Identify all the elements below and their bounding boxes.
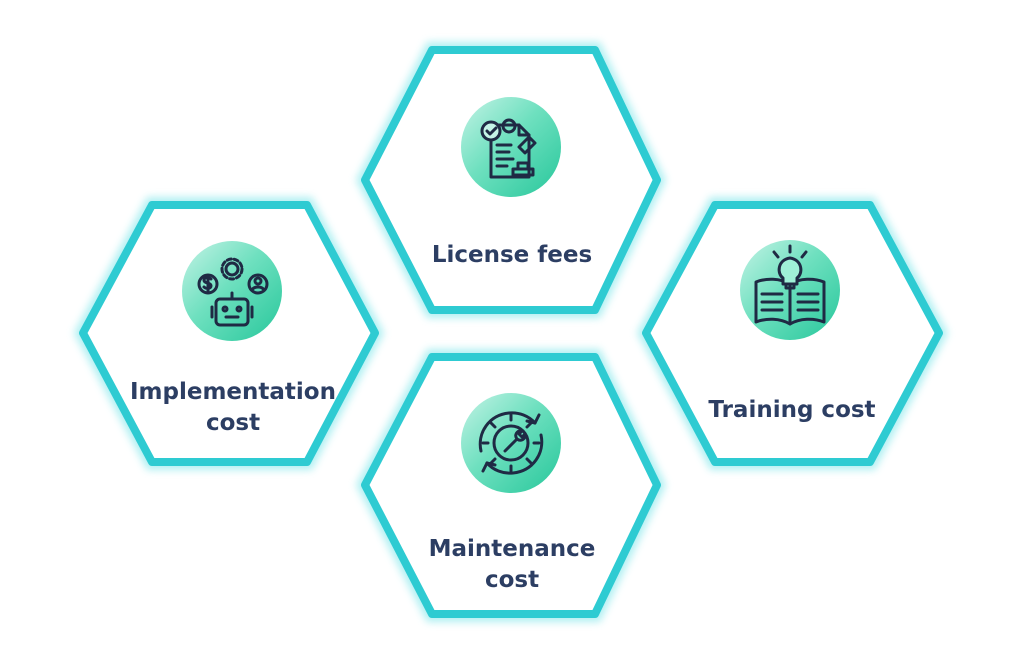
gear-wrench-cycle-icon — [461, 393, 561, 493]
license-document-stamp-icon — [461, 97, 561, 197]
robot-gear-dollar-user-icon — [182, 241, 282, 341]
label-implementation-cost: Implementation cost — [130, 379, 336, 436]
label-license-fees: License fees — [431, 242, 593, 268]
label-training-cost: Training cost — [708, 397, 876, 423]
book-lightbulb-icon — [740, 240, 840, 340]
label-maintenance-cost: Maintenance cost — [428, 536, 596, 593]
